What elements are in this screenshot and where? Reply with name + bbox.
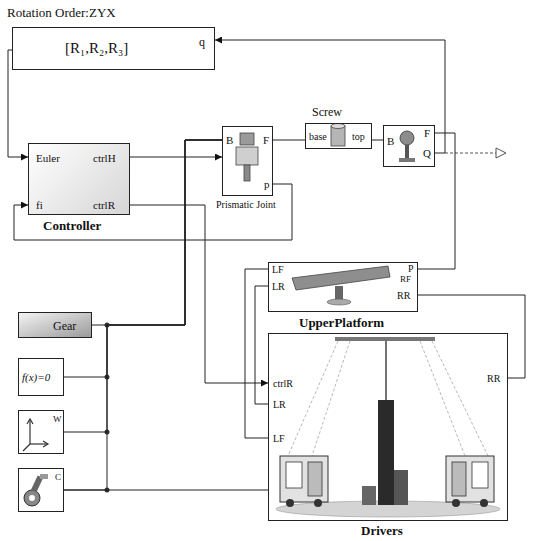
platform-block: LFLRPRFRRUpperPlatform bbox=[268, 262, 418, 312]
port-label: fi bbox=[36, 200, 43, 211]
gimbal-block: B FQ bbox=[383, 125, 435, 167]
port-label: B bbox=[226, 135, 233, 146]
port-label: F bbox=[424, 128, 430, 139]
drivers-block: ctrlRLRLFRRDrivers bbox=[268, 333, 508, 521]
signal-line bbox=[215, 40, 445, 153]
prismatic-joint-block: BFpPrismatic Joint bbox=[222, 126, 273, 196]
world-frame-icon bbox=[23, 419, 48, 451]
port-label: Gear bbox=[53, 320, 76, 332]
solver-block: f(x)=0 bbox=[18, 358, 64, 396]
port-label: Euler bbox=[36, 153, 60, 164]
configuration-icon bbox=[24, 474, 48, 506]
gear-block: Gear bbox=[18, 312, 92, 338]
controller-block: EulerctrlHfictrlRController bbox=[28, 143, 130, 215]
screw-block: Screwbasetop bbox=[305, 123, 372, 149]
physical-connection bbox=[418, 295, 525, 378]
prismatic-icon bbox=[236, 133, 258, 181]
port-label: LF bbox=[272, 265, 284, 275]
block-label: Screw bbox=[312, 106, 342, 118]
screw-icon bbox=[331, 124, 345, 147]
physical-connection bbox=[64, 490, 268, 491]
port-label: W bbox=[53, 415, 62, 424]
port-label: base bbox=[309, 132, 327, 142]
port-label: LR bbox=[273, 400, 286, 410]
port-label: P bbox=[408, 264, 414, 274]
port-label: RR bbox=[397, 291, 410, 301]
platform-icon bbox=[292, 266, 390, 305]
world-frame-block: W bbox=[18, 410, 64, 454]
block-label: Controller bbox=[43, 219, 101, 232]
port-label: ctrlH bbox=[93, 153, 116, 164]
signal-line bbox=[130, 157, 222, 158]
port-label: F bbox=[263, 135, 269, 146]
gimbal-icon bbox=[399, 131, 415, 162]
port-label: Q bbox=[423, 148, 431, 159]
port-label: f(x)=0 bbox=[22, 372, 50, 383]
physical-connection bbox=[245, 269, 268, 438]
port-label: [R₁,R₂,R₃] bbox=[65, 41, 128, 56]
physical-connection bbox=[372, 140, 383, 141]
block-label: UpperPlatform bbox=[299, 316, 384, 329]
port-label: top bbox=[352, 132, 365, 142]
port-label: q bbox=[199, 36, 205, 48]
block-label: Rotation Order:ZYX bbox=[7, 6, 116, 19]
physical-connection bbox=[418, 133, 455, 269]
port-label: ctrlR bbox=[273, 379, 293, 389]
rotation-block: Rotation Order:ZYX[R₁,R₂,R₃]q bbox=[12, 27, 215, 70]
port-label: ctrlR bbox=[93, 200, 115, 211]
port-label: p bbox=[264, 179, 270, 190]
port-label: RR bbox=[487, 374, 500, 384]
configuration-block: C bbox=[18, 468, 64, 512]
signal-line bbox=[130, 205, 268, 383]
port-label: C bbox=[55, 473, 61, 482]
output-signal-line bbox=[445, 148, 506, 158]
physical-connection bbox=[273, 140, 305, 141]
physical-connection bbox=[255, 286, 268, 404]
block-label: Prismatic Joint bbox=[216, 200, 276, 210]
port-label: RF bbox=[400, 275, 411, 284]
block-label: Drivers bbox=[361, 524, 403, 537]
port-label: LF bbox=[273, 434, 285, 444]
port-label: LR bbox=[272, 282, 285, 292]
port-label: B bbox=[387, 136, 394, 147]
drivers-illustration bbox=[276, 337, 500, 517]
